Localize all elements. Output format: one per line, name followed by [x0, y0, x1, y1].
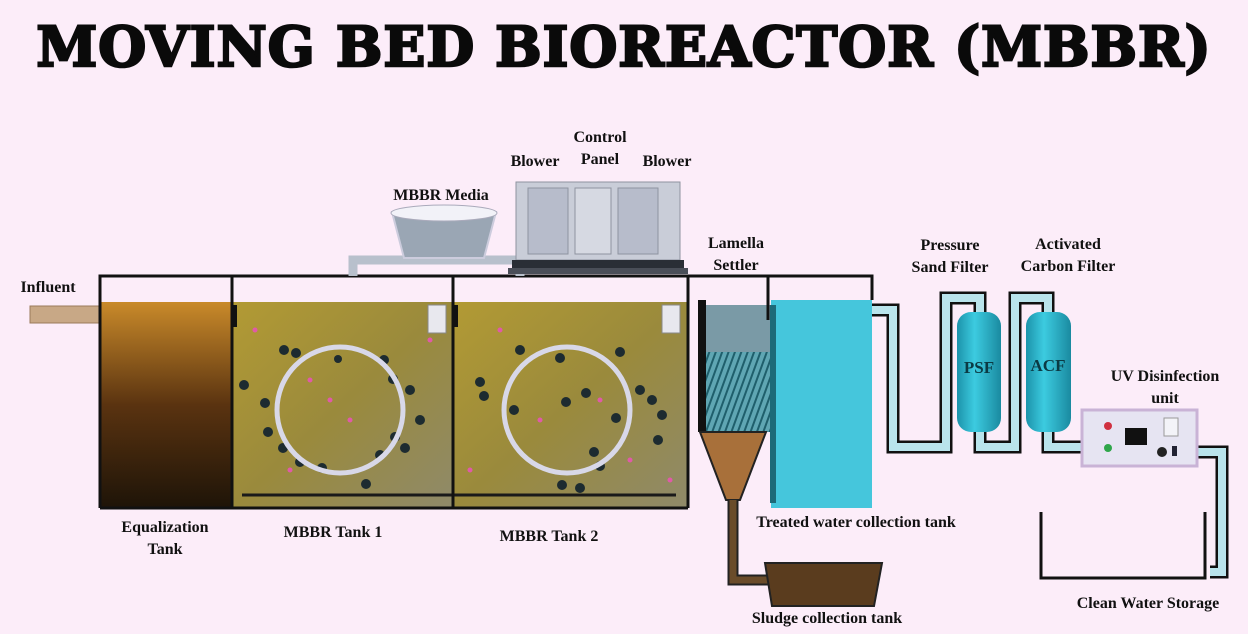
mbbr-tank-2-liquid: [454, 302, 688, 508]
lamella-plates: [706, 352, 770, 432]
psf-vessel: [957, 312, 1001, 432]
equalization-line-2: Tank: [147, 541, 183, 558]
influent-pipe: [29, 305, 101, 324]
mbbr-tank-1-label: MBBR Tank 1: [283, 524, 383, 541]
uv-disinfection-label: UV Disinfection unit: [1111, 366, 1220, 410]
psf-acf-pipe-inner: [976, 294, 1052, 451]
treated-water-tank: [771, 300, 872, 508]
blower-left-label: Blower: [510, 153, 560, 170]
clean-water-storage: [1039, 512, 1207, 580]
page-title: MOVING BED BIOREACTOR (MBBR): [35, 13, 1212, 81]
baffle-2: [453, 305, 458, 327]
filter-pipe-line-inner: [872, 294, 984, 451]
media-feed-pipe: [348, 255, 525, 276]
baffle-1: [232, 305, 237, 327]
clean-water-storage-label: Clean Water Storage: [1076, 595, 1220, 612]
mixing-ring-2: [501, 344, 633, 476]
indicator-red: [1104, 422, 1112, 430]
acf-line-1: Activated: [1035, 236, 1101, 253]
lamella-line-1: Lamella: [708, 235, 764, 252]
uv-storage-pipe: [1195, 445, 1229, 579]
blower-right-label: Blower: [642, 153, 692, 170]
acf-tag: ACF: [1030, 356, 1066, 375]
psf-line-1: Pressure: [920, 237, 980, 254]
mixing-ring-1: [274, 344, 406, 476]
indicator-green: [1104, 444, 1112, 452]
acf-vessel: [1026, 312, 1071, 432]
sludge-pipe-inner: [729, 500, 770, 584]
control-panel-line-1: Control: [573, 129, 627, 146]
control-panel-line-2: Panel: [580, 151, 620, 168]
lamella-inlet-baffle: [698, 300, 706, 432]
screen-2: [661, 304, 681, 334]
uv-line-2: unit: [1151, 390, 1179, 407]
uv-display: [1125, 428, 1147, 445]
tank-outlines: [98, 274, 874, 510]
treated-tank-baffle: [770, 305, 776, 503]
blower-control-panel-equipment: [508, 181, 688, 274]
bubbles: [252, 327, 673, 483]
uv-storage-pipe-inner: [1195, 448, 1226, 576]
mbbr-tank-2-label: MBBR Tank 2: [499, 528, 599, 545]
psf-tag: PSF: [963, 358, 995, 377]
lamella-line-2: Settler: [713, 257, 759, 274]
acf-uv-pipe-inner: [1044, 430, 1085, 451]
influent-label: Influent: [20, 279, 76, 296]
mbbr-media-label: MBBR Media: [393, 187, 489, 204]
psf-line-2: Sand Filter: [911, 259, 989, 276]
sludge-collection-tank: [763, 562, 884, 607]
screen-1: [427, 304, 447, 334]
treated-water-tank-label: Treated water collection tank: [756, 514, 956, 531]
equalization-tank-liquid: [101, 302, 232, 508]
uv-line-1: UV Disinfection: [1110, 368, 1220, 385]
hopper-rim: [390, 204, 498, 222]
uv-disinfection-unit: [1080, 408, 1199, 468]
sludge-hopper: [698, 431, 768, 501]
acf-line-2: Carbon Filter: [1020, 258, 1116, 275]
sludge-collection-tank-label: Sludge collection tank: [751, 610, 903, 627]
equalization-line-1: Equalization: [121, 519, 209, 536]
